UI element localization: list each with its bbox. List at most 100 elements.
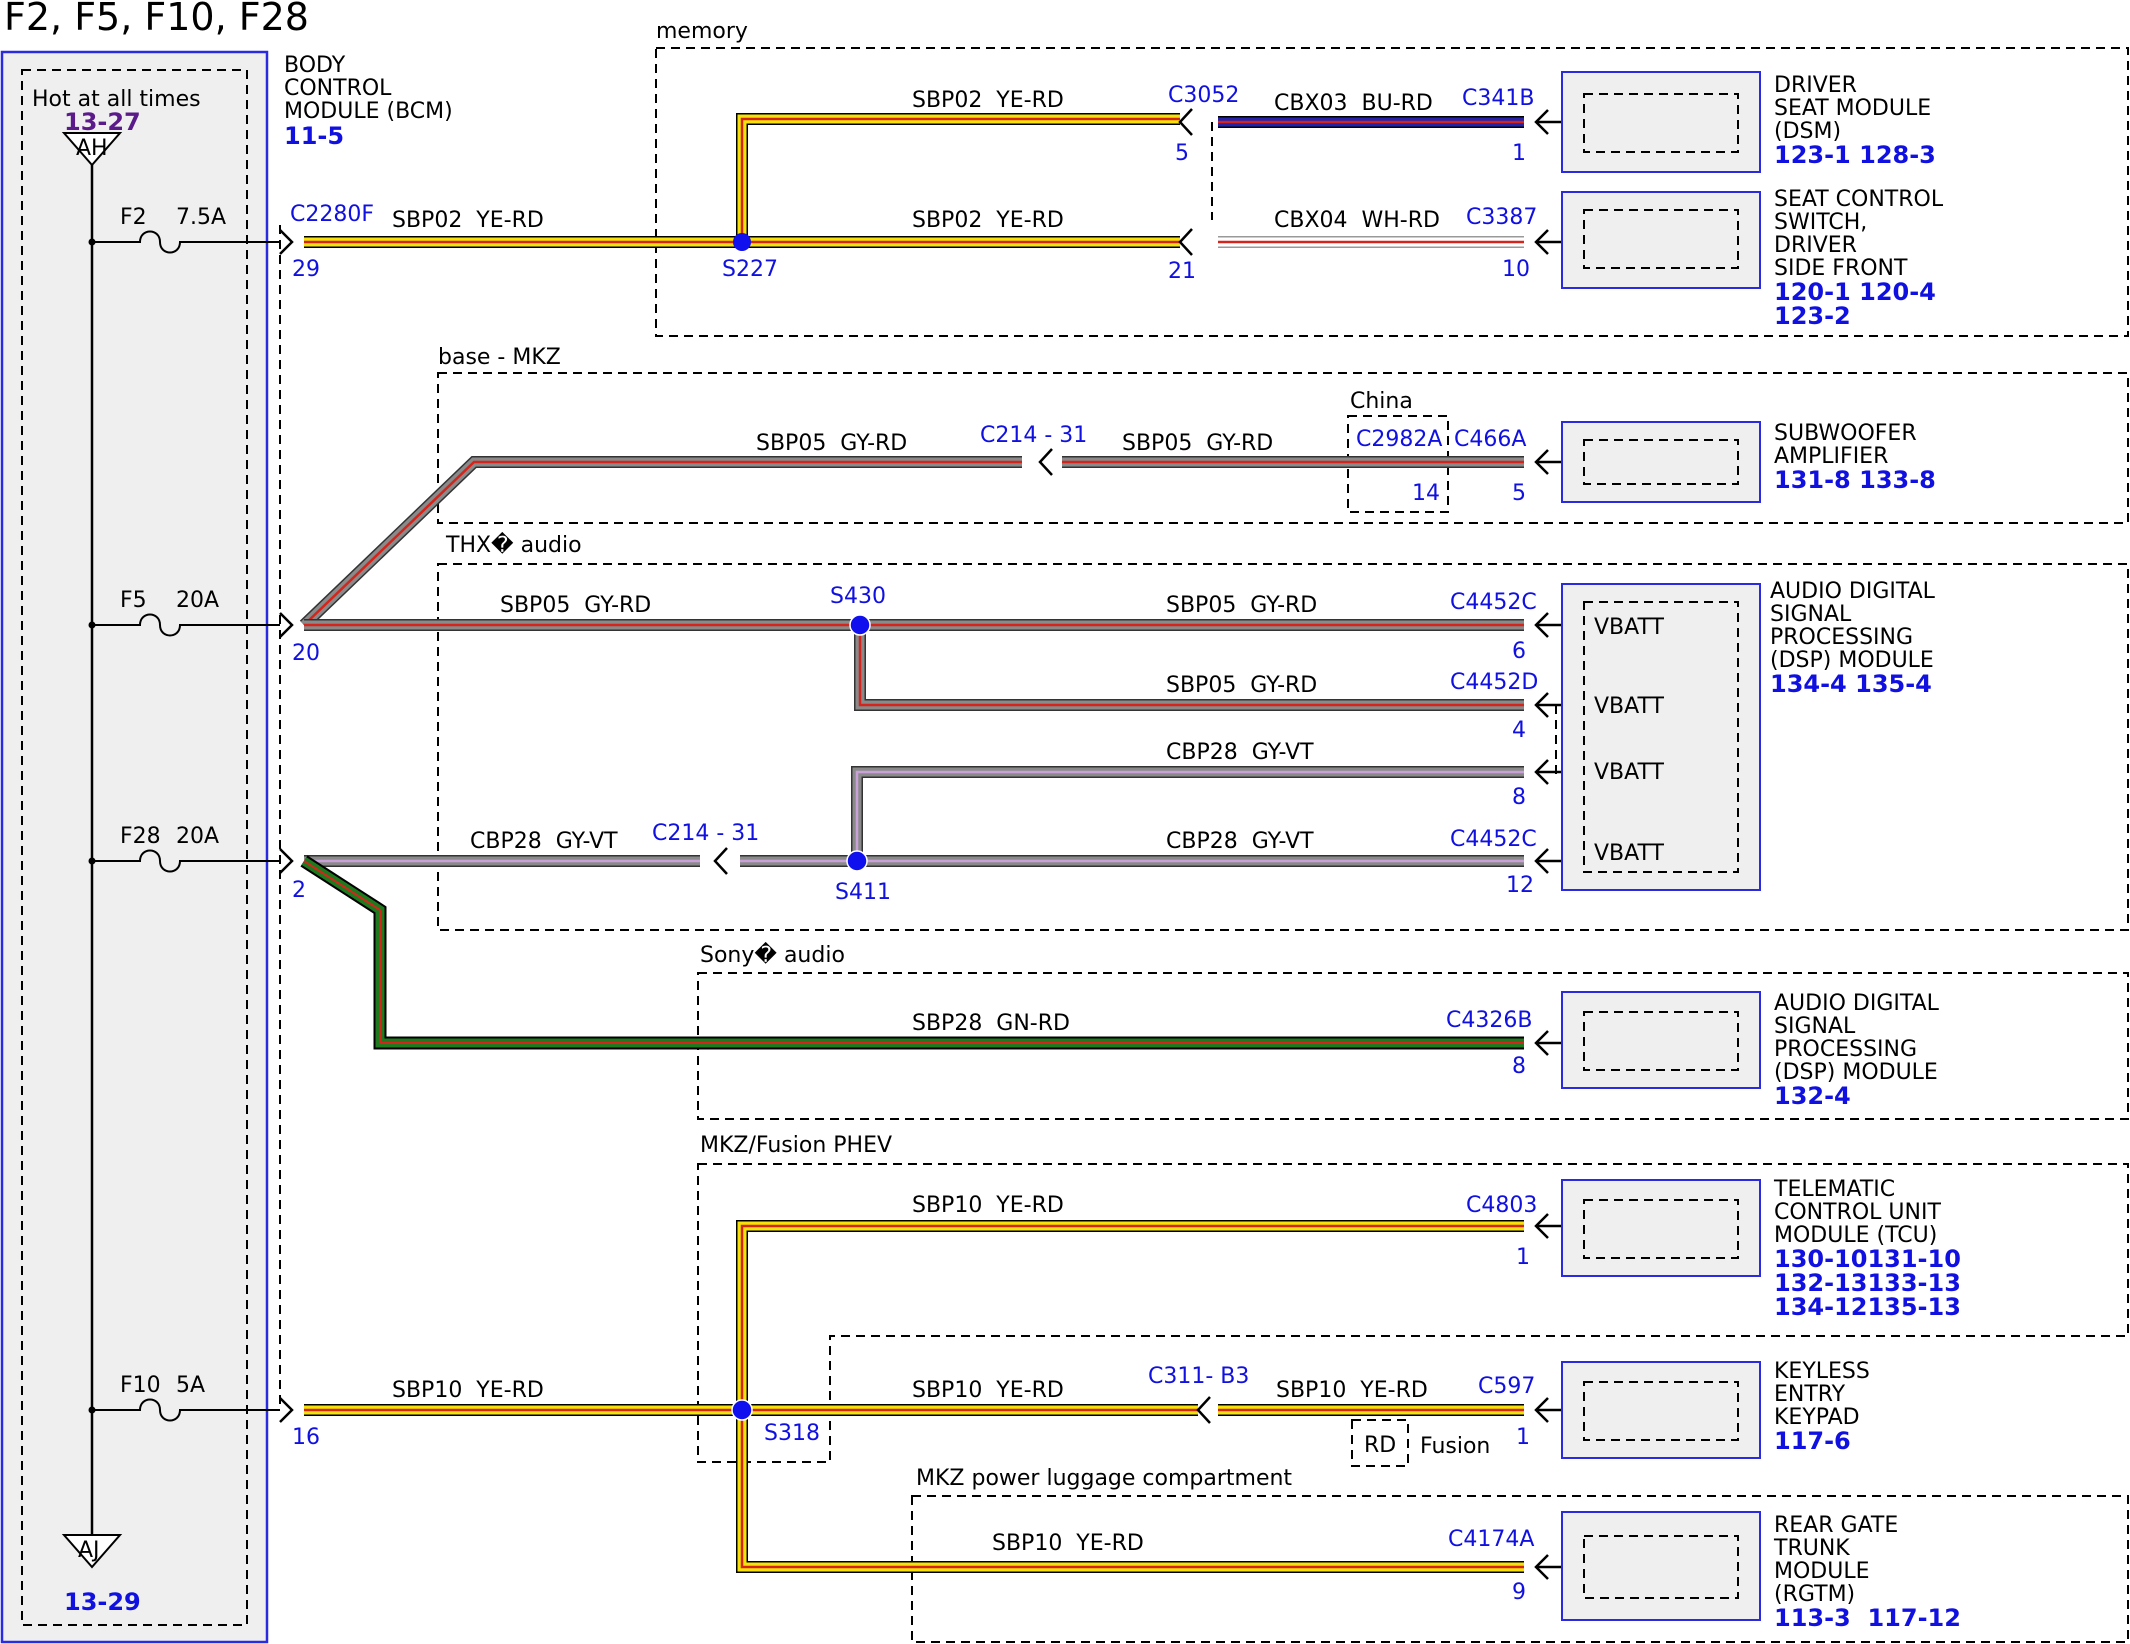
wire-label-cbp28-a: CBP28 GY-VT	[1166, 740, 1314, 765]
splice-s227	[733, 233, 751, 251]
wire-label-cbp28-c: CBP28 GY-VT	[1166, 829, 1314, 854]
splice-s411	[846, 850, 868, 872]
fuse-f5-name: F5	[120, 588, 147, 613]
keypad-line-1: KEYLESS	[1774, 1359, 1870, 1384]
wire-sbp02-branch	[736, 113, 1180, 242]
fuse-f5-rating: 20A	[176, 588, 219, 613]
fuse-f2: F2 7.5A	[88, 205, 294, 255]
module-name-dsp-sony: AUDIO DIGITAL SIGNAL PROCESSING (DSP) MO…	[1774, 991, 1940, 1110]
subwoofer-ref-1: 131-8 133-8	[1774, 466, 1936, 494]
connector-c214-31-a: C214 - 31	[980, 423, 1087, 448]
wire-label-sbp10-c: SBP10 YE-RD	[912, 1378, 1064, 1403]
label-china: China	[1350, 389, 1413, 414]
connector-c214-31-b: C214 - 31	[652, 821, 759, 846]
pin-5-c3052: 5	[1175, 141, 1189, 166]
pin-29: 29	[292, 257, 320, 282]
wire-label-sbp05-c: SBP05 GY-RD	[500, 593, 651, 618]
tcu-line-1: TELEMATIC	[1773, 1177, 1895, 1202]
pin-10: 10	[1502, 257, 1530, 282]
connector-c311-b3: C311- B3	[1148, 1364, 1249, 1389]
splice-s430	[849, 614, 871, 636]
splice-s318-label: S318	[764, 1421, 820, 1446]
module-name-subwoofer: SUBWOOFER AMPLIFIER 131-8 133-8	[1774, 421, 1936, 494]
module-name-seat-switch: SEAT CONTROL SWITCH, DRIVER SIDE FRONT 1…	[1774, 187, 1944, 330]
vbatt-label-1: VBATT	[1594, 615, 1665, 640]
wire-sbp05-subwoofer	[299, 456, 1524, 630]
hot-at-all-times-label: Hot at all times	[32, 87, 201, 112]
wire-label-sbp10-e: SBP10 YE-RD	[992, 1531, 1144, 1556]
bcm-ref: 11-5	[284, 122, 344, 150]
pin-1-c4803: 1	[1516, 1245, 1530, 1270]
subwoofer-line-2: AMPLIFIER	[1774, 444, 1888, 469]
label-memory: memory	[656, 19, 748, 44]
rgtm-ref-1: 113-3 117-12	[1774, 1604, 1961, 1632]
inline-arrows	[713, 108, 1211, 1424]
fuse-f10-rating: 5A	[176, 1373, 205, 1398]
bcm-top-ref: 13-27	[64, 108, 141, 136]
rgtm-line-3: MODULE	[1774, 1559, 1870, 1584]
module-name-tcu: TELEMATIC CONTROL UNIT MODULE (TCU) 130-…	[1773, 1177, 1961, 1321]
wire-label-sbp05-e: SBP05 GY-RD	[1166, 673, 1317, 698]
wire-label-sbp05-d: SBP05 GY-RD	[1166, 593, 1317, 618]
pin-1-c341b: 1	[1512, 141, 1526, 166]
label-thx: THX� audio	[445, 531, 582, 558]
rgtm-line-1: REAR GATE	[1774, 1513, 1898, 1538]
connector-c2280f: C2280F	[290, 202, 374, 227]
dsm-line-3: (DSM)	[1774, 119, 1841, 144]
wire-label-sbp02-a: SBP02 YE-RD	[392, 208, 544, 233]
dsp-sony-line-1: AUDIO DIGITAL	[1774, 991, 1940, 1016]
rgtm-line-4: (RGTM)	[1774, 1582, 1855, 1607]
dsp-sony-line-3: PROCESSING	[1774, 1037, 1917, 1062]
label-fusion: Fusion	[1420, 1434, 1490, 1459]
wire-label-sbp28: SBP28 GN-RD	[912, 1011, 1070, 1036]
splice-s411-label: S411	[835, 880, 891, 905]
dsp-sony-line-2: SIGNAL	[1774, 1014, 1856, 1039]
tcu-ref-3: 134-12135-13	[1774, 1293, 1961, 1321]
module-box-seat-switch	[1561, 191, 1761, 289]
keypad-ref-1: 117-6	[1774, 1427, 1851, 1455]
seat-switch-ref-1: 120-1 120-4	[1774, 278, 1936, 306]
wire-label-cbp28-b: CBP28 GY-VT	[470, 829, 618, 854]
seat-switch-ref-2: 123-2	[1774, 302, 1851, 330]
wire-label-sbp10-a: SBP10 YE-RD	[912, 1193, 1064, 1218]
pin-1-c597: 1	[1516, 1425, 1530, 1450]
module-name-dsm: DRIVER SEAT MODULE (DSM) 123-1 128-3	[1774, 73, 1936, 169]
wire-label-cbx04: CBX04 WH-RD	[1274, 208, 1440, 233]
connector-ah: AH	[76, 136, 108, 161]
tcu-line-2: CONTROL UNIT	[1774, 1200, 1941, 1225]
dsp-sony-line-4: (DSP) MODULE	[1774, 1060, 1938, 1085]
fuse-f10-name: F10	[120, 1373, 161, 1398]
module-box-dsm	[1561, 71, 1761, 173]
wire-label-sbp02-c: SBP02 YE-RD	[912, 208, 1064, 233]
fuse-f2-name: F2	[120, 205, 147, 230]
pin-20: 20	[292, 641, 320, 666]
keypad-line-2: ENTRY	[1774, 1382, 1846, 1407]
module-box-rgtm	[1561, 1511, 1761, 1621]
dsm-line-1: DRIVER	[1774, 73, 1857, 98]
bcm-name-line-1: BODY	[284, 53, 346, 78]
connector-c4326b: C4326B	[1446, 1008, 1532, 1033]
region-memory	[655, 47, 2129, 337]
bcm-bottom-ref: 13-29	[64, 1588, 141, 1616]
fuse-f10: F10 5A	[88, 1373, 294, 1423]
wire-label-sbp10-d: SBP10 YE-RD	[1276, 1378, 1428, 1403]
dsm-ref-1: 123-1 128-3	[1774, 141, 1936, 169]
module-name-keypad: KEYLESS ENTRY KEYPAD 117-6	[1774, 1359, 1870, 1455]
dsp-thx-line-2: SIGNAL	[1770, 602, 1852, 627]
pin-6: 6	[1512, 639, 1526, 664]
wire-cbp28	[304, 766, 1524, 867]
tcu-ref-1: 130-10131-10	[1774, 1245, 1961, 1273]
bcm-panel: Hot at all times 13-27 AH AJ 13-29	[0, 50, 269, 1644]
pin-8-c4326b: 8	[1512, 1054, 1526, 1079]
tcu-line-3: MODULE (TCU)	[1774, 1223, 1937, 1248]
dsp-thx-line-4: (DSP) MODULE	[1770, 648, 1934, 673]
dsm-line-2: SEAT MODULE	[1774, 96, 1931, 121]
label-phev: MKZ/Fusion PHEV	[700, 1133, 892, 1158]
connector-c4452c-a: C4452C	[1450, 590, 1537, 615]
fuse-f28: F28 20A	[88, 824, 294, 874]
region-base-mkz	[437, 372, 2129, 524]
vbatt-label-3: VBATT	[1594, 760, 1665, 785]
label-base-mkz: base - MKZ	[438, 345, 561, 370]
seat-switch-line-4: SIDE FRONT	[1774, 256, 1908, 281]
